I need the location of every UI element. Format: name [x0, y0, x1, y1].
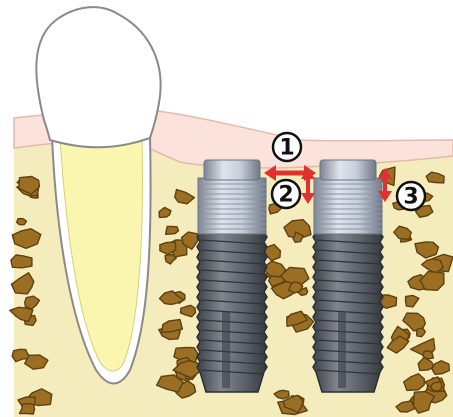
bone-particle	[20, 404, 35, 414]
implant-1	[197, 160, 267, 392]
implant-collar	[198, 178, 266, 234]
marker-3: 3	[397, 182, 425, 210]
implant-groove	[338, 312, 346, 388]
implant-groove	[222, 312, 230, 388]
implant-platform	[320, 160, 376, 180]
tooth-crown	[36, 7, 160, 147]
marker-2-label: 2	[278, 183, 293, 208]
bone-particle	[11, 255, 32, 268]
marker-2: 2	[272, 180, 300, 208]
bone-particle	[17, 219, 27, 225]
implant-platform	[204, 160, 260, 180]
marker-1: 1	[273, 133, 301, 161]
bone-particle	[10, 307, 33, 321]
implant-2	[313, 160, 383, 392]
marker-1-label: 1	[279, 136, 294, 161]
marker-3-label: 3	[403, 185, 418, 210]
bone-particle	[423, 351, 434, 359]
implant-collar	[314, 178, 382, 234]
bone-particle	[166, 226, 179, 234]
